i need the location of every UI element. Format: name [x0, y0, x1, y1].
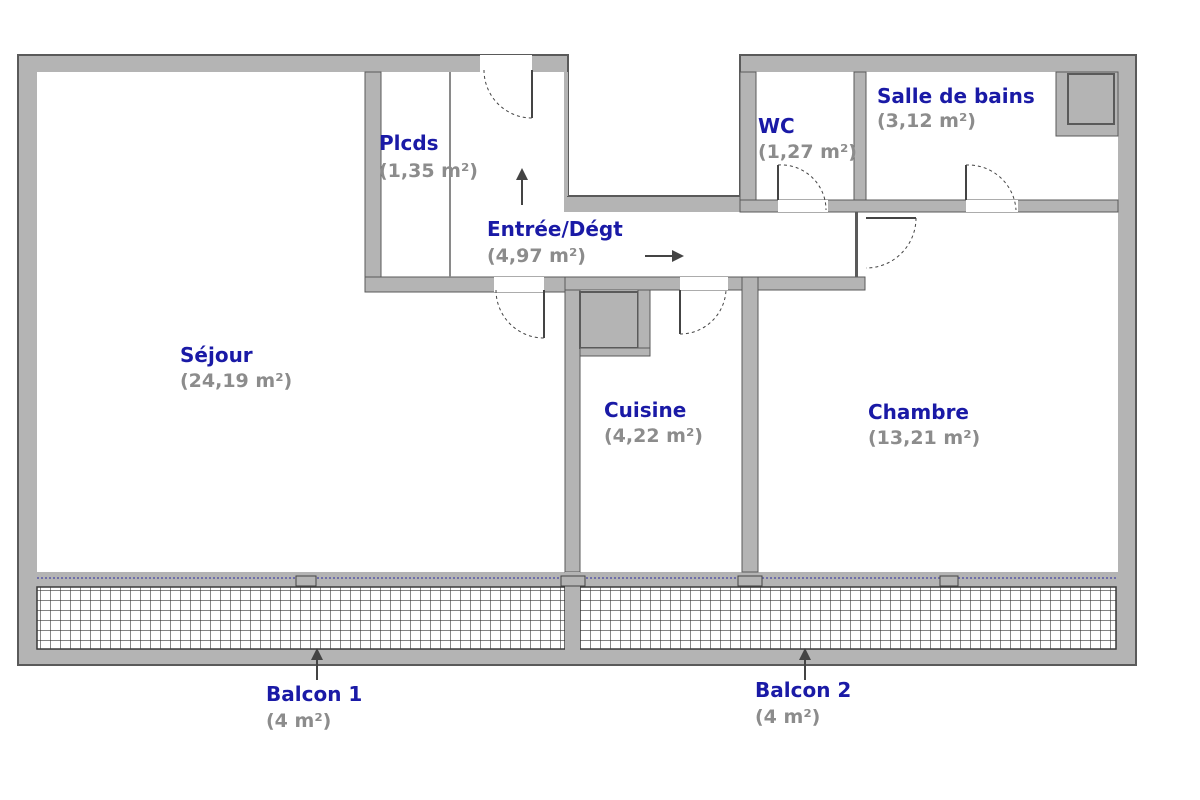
- wall-cuisine-chambre: [741, 276, 759, 573]
- door-cuisine: [679, 277, 728, 335]
- door-salle-de-bains: [965, 164, 1018, 212]
- label-cuisine-area: (4,22 m²): [604, 425, 703, 447]
- label-chambre-area: (13,21 m²): [868, 427, 980, 449]
- shaft-cuisine-wall-b: [579, 347, 651, 357]
- label-entree-area: (4,97 m²): [487, 245, 586, 267]
- entree-top-wall: [564, 72, 568, 196]
- room-plcds: [381, 72, 451, 277]
- label-wc-area: (1,27 m²): [758, 141, 857, 163]
- arrow-up-icon: [311, 648, 323, 680]
- door-entrance: [480, 55, 533, 119]
- room-wc: [756, 72, 854, 200]
- door-wc: [777, 164, 828, 212]
- label-chambre-name: Chambre: [868, 400, 969, 424]
- shaft-cuisine-wall: [637, 289, 651, 357]
- label-balcon2-name: Balcon 2: [755, 678, 851, 702]
- door-chambre-upper: [865, 217, 917, 269]
- label-entree-name: Entrée/Dégt: [487, 217, 623, 241]
- wall-chambre-left-upper: [855, 212, 858, 277]
- door-sejour: [494, 277, 545, 339]
- balcon-1-grid: [36, 586, 566, 650]
- label-sdb-name: Salle de bains: [877, 84, 1035, 108]
- label-balcon2-area: (4 m²): [755, 706, 820, 728]
- railing-post: [737, 575, 763, 587]
- room-sejour-lower: [37, 292, 565, 572]
- label-wc-name: WC: [758, 114, 795, 138]
- railing-post: [560, 575, 586, 587]
- label-cuisine-name: Cuisine: [604, 398, 686, 422]
- railing-post: [295, 575, 317, 587]
- arrow-right-icon: [645, 250, 684, 262]
- label-sejour-area: (24,19 m²): [180, 370, 292, 392]
- label-sdb-area: (3,12 m²): [877, 110, 976, 132]
- room-chambre: [758, 212, 1118, 572]
- label-plcds-name: Plcds: [379, 131, 439, 155]
- plcds-divider: [449, 72, 451, 277]
- shaft-cuisine: [579, 291, 639, 349]
- label-plcds-area: (1,35 m²): [379, 160, 478, 182]
- label-balcon1-area: (4 m²): [266, 710, 331, 732]
- wall-wc-left: [739, 71, 757, 213]
- arrow-up-icon: [799, 648, 811, 680]
- wall-wc-bottom: [739, 199, 1119, 213]
- balcony-separator: [565, 572, 580, 652]
- balcon-2-grid: [579, 586, 1117, 650]
- label-sejour-name: Séjour: [180, 343, 253, 367]
- label-balcon1-name: Balcon 1: [266, 682, 362, 706]
- railing-post: [939, 575, 959, 587]
- shaft-sdb: [1067, 73, 1115, 125]
- wall-sejour-cuisine: [564, 276, 581, 573]
- wall-sejour-plcds: [364, 71, 382, 293]
- arrow-up-icon: [516, 168, 528, 205]
